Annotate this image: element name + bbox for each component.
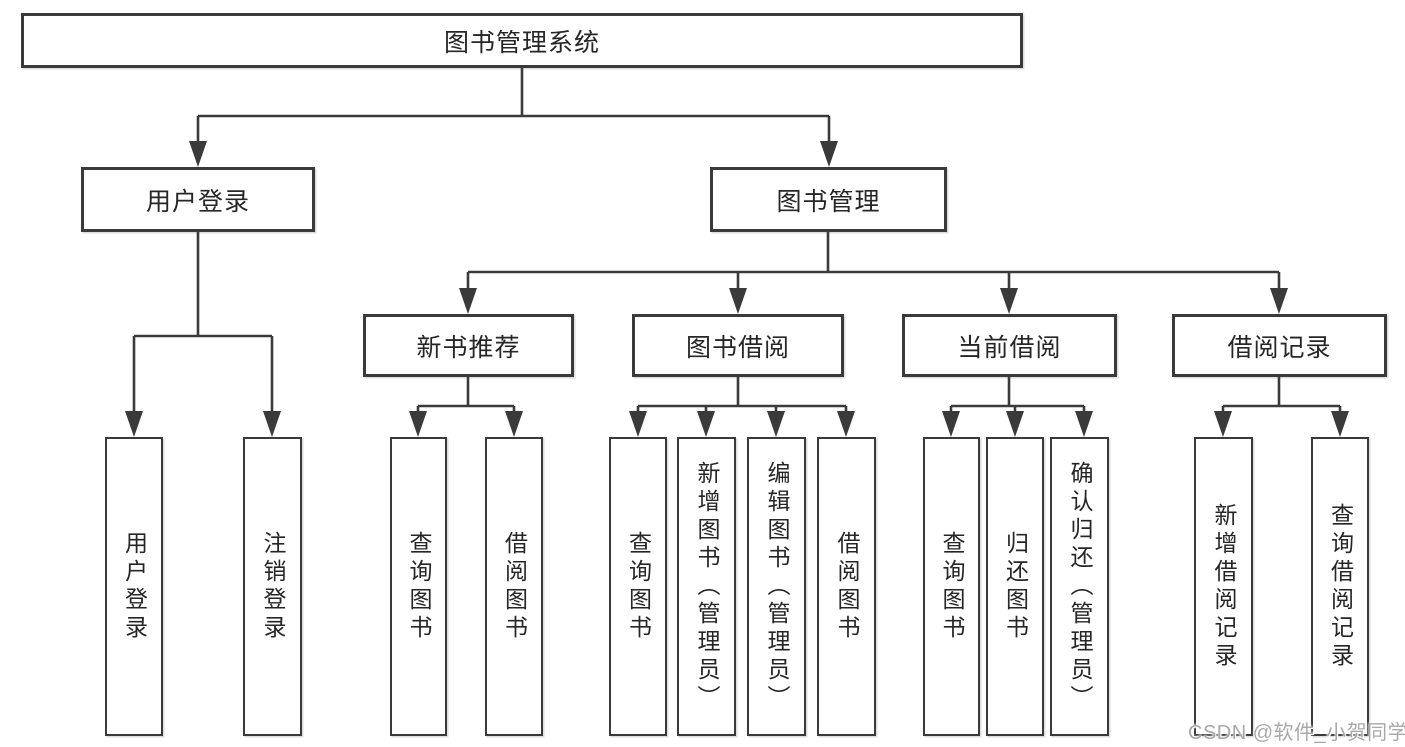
csdn-watermark: CSDN @软件_小贺同学: [1188, 722, 1405, 744]
arrowhead-borrow-books-recommend: [505, 411, 523, 437]
node-root: 图书管理系统: [21, 13, 1023, 68]
connector-root-to-level2: [189, 68, 838, 167]
node-logout-leaf: 注销登录: [243, 437, 302, 736]
node-borrowing-records: 借阅记录: [1172, 314, 1387, 377]
node-add-borrow-record: 新增借阅记录: [1194, 437, 1253, 736]
node-user-login: 用户登录: [81, 167, 315, 232]
node-edit-books-admin: 编辑图书（管理员）: [747, 437, 806, 736]
arrowhead-book-management: [820, 141, 838, 167]
arrowhead-current-borrowing: [1000, 288, 1018, 314]
arrowhead-query-borrow-record: [1331, 411, 1349, 437]
node-query-borrow-record: 查询借阅记录: [1311, 437, 1369, 736]
arrowhead-edit-books-admin: [767, 411, 785, 437]
node-query-books-recommend: 查询图书: [390, 437, 447, 736]
arrowhead-add-borrow-record: [1214, 411, 1232, 437]
arrowhead-new-book-recommend: [459, 288, 477, 314]
arrowhead-add-books-admin: [697, 411, 715, 437]
arrowhead-borrow-books-borrowing: [837, 411, 855, 437]
arrowhead-book-borrowing: [729, 288, 747, 314]
node-query-books-borrowing: 查询图书: [609, 437, 667, 736]
arrowhead-logout-leaf: [263, 411, 281, 437]
arrowhead-confirm-return-admin: [1075, 411, 1093, 437]
node-borrow-books-recommend: 借阅图书: [485, 437, 543, 736]
node-return-books: 归还图书: [986, 437, 1044, 736]
connector-book-management-to-level3: [459, 232, 1288, 314]
arrowhead-borrowing-records: [1270, 288, 1288, 314]
connector-book-borrowing-to-leaves: [629, 377, 855, 437]
node-user-login-leaf: 用户登录: [105, 437, 163, 736]
arrowhead-return-books: [1006, 411, 1024, 437]
arrowhead-user-login-leaf: [125, 411, 143, 437]
connector-current-borrowing-to-leaves: [942, 377, 1093, 437]
node-borrow-books-borrowing: 借阅图书: [817, 437, 876, 736]
arrowhead-query-books-current: [942, 411, 960, 437]
node-book-borrowing: 图书借阅: [632, 314, 844, 377]
connector-new-book-recommend-to-leaves: [409, 377, 523, 437]
node-new-book-recommend: 新书推荐: [363, 314, 574, 377]
node-query-books-current: 查询图书: [923, 437, 980, 736]
connector-user-login-to-leaves: [125, 232, 281, 437]
connector-borrowing-records-to-leaves: [1214, 377, 1349, 437]
arrowhead-query-books-borrowing: [629, 411, 647, 437]
arrowhead-user-login: [189, 141, 207, 167]
node-book-management: 图书管理: [710, 167, 947, 232]
node-current-borrowing: 当前借阅: [902, 314, 1117, 377]
arrowhead-query-books-recommend: [409, 411, 427, 437]
node-confirm-return-admin: 确认归还（管理员）: [1050, 437, 1109, 736]
node-add-books-admin: 新增图书（管理员）: [677, 437, 736, 736]
